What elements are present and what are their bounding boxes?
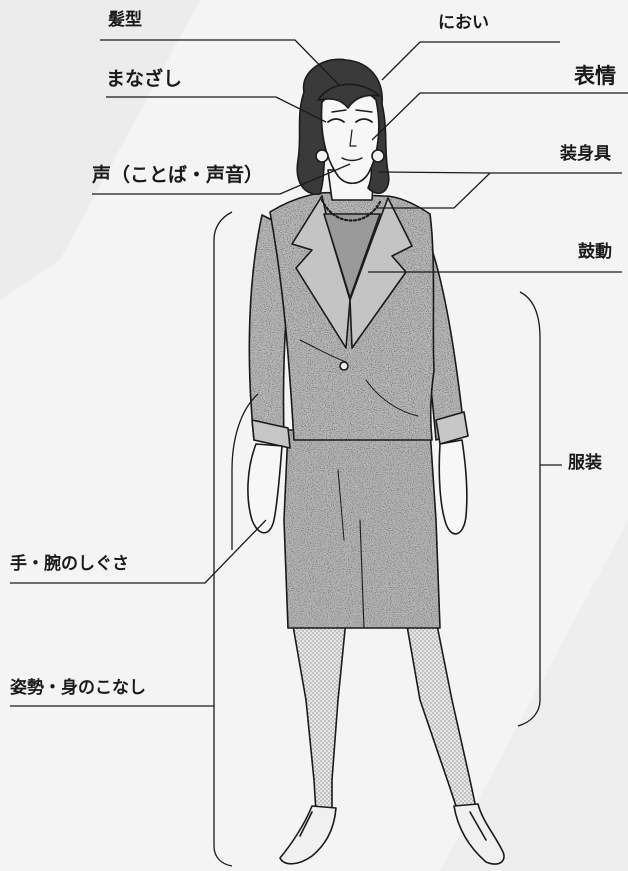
jacket <box>269 192 435 441</box>
label-voice: 声（ことば・声音） <box>92 164 264 186</box>
label-expression: 表情 <box>574 64 616 88</box>
earring-left <box>315 149 329 163</box>
label-heartbeat: 鼓動 <box>578 242 612 262</box>
eye-left <box>327 118 345 123</box>
label-accessories: 装身具 <box>560 144 611 164</box>
leader-accessories <box>376 172 622 209</box>
woman-figure <box>247 58 505 865</box>
earring-right <box>371 149 385 163</box>
leader-hand-gestures <box>10 519 267 584</box>
leader-gaze <box>106 96 327 123</box>
mouth <box>341 157 363 162</box>
bracket-hand <box>231 393 259 550</box>
label-hand-gestures: 手・腕のしぐさ <box>10 554 129 574</box>
shoes <box>279 803 505 865</box>
leader-voice <box>92 163 351 195</box>
leader-accessories-2 <box>377 171 491 174</box>
left-hand <box>247 443 283 534</box>
skirt <box>283 429 441 629</box>
necklace <box>320 198 382 222</box>
right-hand <box>438 439 468 535</box>
leader-smell <box>381 41 560 81</box>
nose <box>349 129 357 147</box>
label-smell: におい <box>438 13 489 33</box>
legs <box>291 619 477 813</box>
bracket-clothing <box>517 291 562 727</box>
label-posture: 姿勢・身のこなし <box>10 678 146 698</box>
eye-right <box>355 118 373 123</box>
label-hairstyle: 髪型 <box>108 10 142 30</box>
leader-lines <box>10 39 628 867</box>
leader-expression <box>371 92 628 141</box>
label-clothing: 服装 <box>568 453 602 473</box>
bracket-posture <box>10 211 233 867</box>
leader-hairstyle <box>100 39 341 87</box>
label-gaze: まなざし <box>106 68 183 90</box>
